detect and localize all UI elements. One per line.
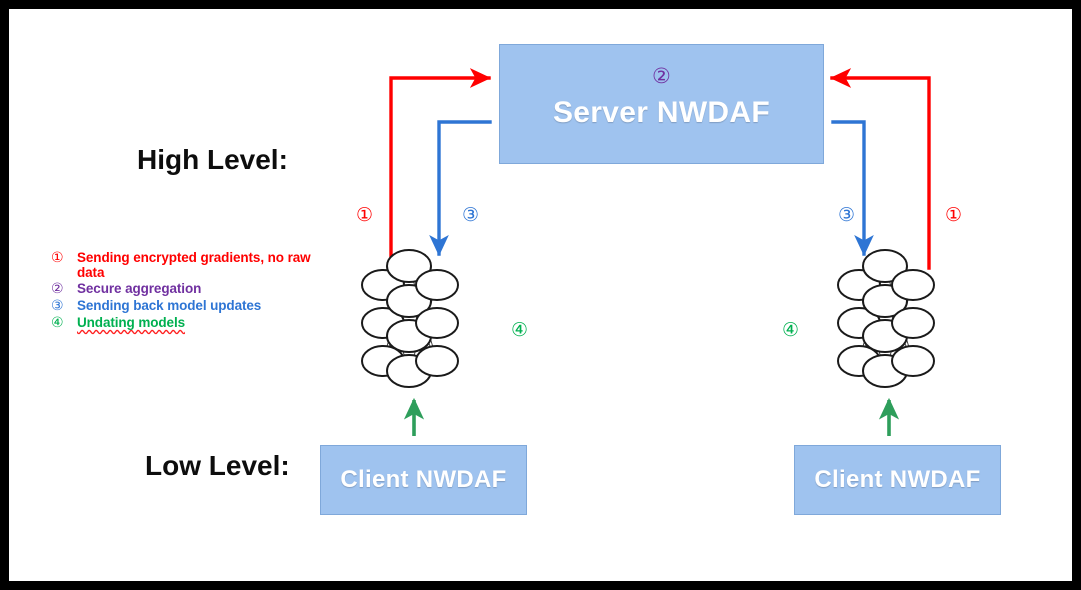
client-nwdaf-box-right[interactable]: Client NWDAF: [794, 445, 1001, 515]
low-level-label: Low Level:: [145, 450, 290, 481]
step-marker-4-right: ④: [782, 319, 800, 341]
client-nwdaf-label-right: Client NWDAF: [814, 466, 981, 493]
client-nwdaf-label-left: Client NWDAF: [340, 466, 507, 493]
legend-text-3: Sending back model updates: [77, 298, 262, 313]
legend-text-1: Sending encrypted gradients, no raw data: [77, 250, 311, 280]
server-nwdaf-label: Server NWDAF: [553, 96, 770, 129]
server-nwdaf-box[interactable]: Server NWDAF: [499, 44, 824, 164]
step-marker-4-left: ④: [511, 319, 529, 341]
neural-network-right: [837, 249, 935, 388]
step-marker-1-left: ①: [356, 204, 374, 226]
high-level-label: High Level:: [137, 144, 288, 175]
arrow-left-gradients: [389, 68, 492, 270]
legend-item: ④ Undating models: [51, 315, 317, 331]
legend-marker-1: ①: [51, 250, 64, 266]
step-marker-2-server: ②: [652, 64, 671, 88]
legend: ① Sending encrypted gradients, no raw da…: [51, 250, 317, 332]
neural-network-left: [361, 249, 459, 388]
legend-marker-4: ④: [51, 315, 64, 331]
step-marker-1-right: ①: [945, 204, 963, 226]
arrow-right-updates: [831, 120, 874, 257]
step-marker-3-left: ③: [462, 204, 480, 226]
client-nwdaf-box-left[interactable]: Client NWDAF: [320, 445, 527, 515]
legend-marker-2: ②: [51, 281, 64, 297]
step-marker-3-right: ③: [838, 204, 856, 226]
arrow-left-updates: [429, 120, 492, 257]
connector-layer: [389, 68, 931, 436]
legend-marker-3: ③: [51, 298, 64, 314]
legend-item: ③ Sending back model updates: [51, 298, 317, 314]
figure-inner: Server NWDAF Client NWDAF Client NWDAF H…: [9, 9, 1072, 581]
legend-text-2: Secure aggregation: [77, 281, 202, 296]
legend-text-4: Undating models: [77, 315, 186, 330]
neural-network-layer: [361, 249, 935, 388]
legend-item: ① Sending encrypted gradients, no raw da…: [51, 250, 317, 280]
arrow-right-gradients: [829, 68, 931, 270]
legend-item: ② Secure aggregation: [51, 281, 317, 297]
